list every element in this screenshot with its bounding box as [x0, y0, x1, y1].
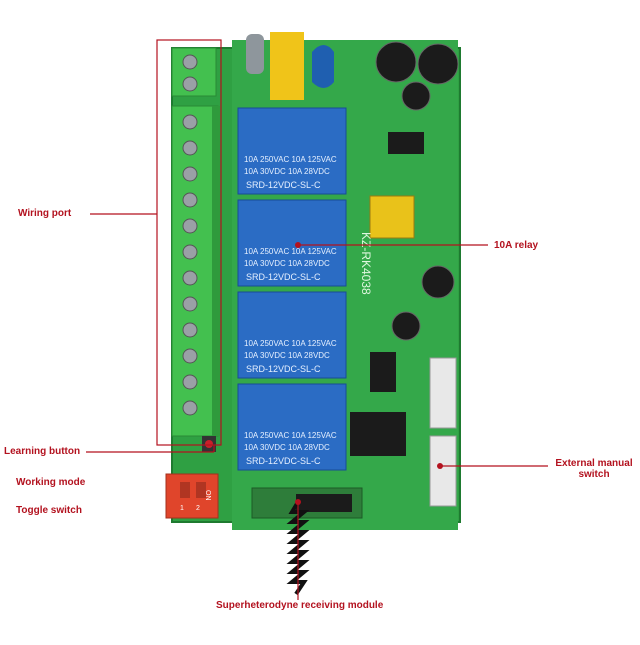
learning-button-cap	[205, 440, 213, 448]
label-receiver-module: Superheterodyne receiving module	[216, 600, 384, 611]
switch-callout-dot	[437, 463, 443, 469]
relay-1-rating-line2: 10A 30VDC 10A 28VDC	[244, 167, 330, 176]
label-external-switch: External manual switch	[552, 458, 636, 480]
label-external-switch-line1: External manual	[555, 458, 633, 469]
receiver-callout-dot	[295, 499, 301, 505]
label-working-mode: Working mode	[16, 477, 86, 488]
board-model-text: KZ-RK4038	[359, 232, 373, 295]
label-toggle-switch: Toggle switch	[16, 505, 82, 516]
yellow-component	[270, 32, 304, 100]
relay-4-rating-line1: 10A 250VAC 10A 125VAC	[244, 431, 337, 440]
external-switch-connector-2	[429, 435, 457, 507]
relay-2-model: SRD-12VDC-SL-C	[246, 272, 321, 282]
capacitor-top-left	[246, 34, 264, 74]
transformer	[369, 195, 415, 239]
ic-chip-3	[388, 132, 424, 154]
label-wiring-port: Wiring port	[18, 208, 72, 219]
terminal-block	[171, 47, 220, 437]
relay-1: 10A 250VAC 10A 125VAC 10A 30VDC 10A 28VD…	[237, 107, 347, 195]
relay-callout-dot	[295, 242, 301, 248]
relay-3-model: SRD-12VDC-SL-C	[246, 364, 321, 374]
relay-2-rating-line2: 10A 30VDC 10A 28VDC	[244, 259, 330, 268]
label-external-switch-line2: switch	[578, 469, 610, 480]
label-learning-button: Learning button	[4, 446, 81, 457]
dip-on-label: ON	[204, 490, 211, 501]
blue-varistor	[312, 45, 334, 88]
dip-switch: ON 1 2	[165, 473, 219, 519]
dip-pos2-label: 2	[196, 505, 200, 512]
relay-1-rating-line1: 10A 250VAC 10A 125VAC	[244, 155, 337, 164]
relay-1-model: SRD-12VDC-SL-C	[246, 180, 321, 190]
capacitors-top-right	[375, 41, 459, 341]
relay-3: 10A 250VAC 10A 125VAC 10A 30VDC 10A 28VD…	[237, 291, 347, 379]
ic-chip-2	[350, 412, 406, 456]
relay-3-rating-line2: 10A 30VDC 10A 28VDC	[244, 351, 330, 360]
external-switch-connector-1	[429, 357, 457, 429]
relay-4: 10A 250VAC 10A 125VAC 10A 30VDC 10A 28VD…	[237, 383, 347, 471]
relay-4-model: SRD-12VDC-SL-C	[246, 456, 321, 466]
dip-pos1-label: 1	[180, 505, 184, 512]
relay-4-rating-line2: 10A 30VDC 10A 28VDC	[244, 443, 330, 452]
ic-chip-1	[370, 352, 396, 392]
wiring-port-box	[156, 39, 222, 446]
receiver-chip	[296, 494, 352, 512]
relay-2-rating-line1: 10A 250VAC 10A 125VAC	[244, 247, 337, 256]
relay-3-rating-line1: 10A 250VAC 10A 125VAC	[244, 339, 337, 348]
label-relay: 10A relay	[494, 240, 539, 251]
callout-lines	[86, 39, 548, 600]
relay-2: 10A 250VAC 10A 125VAC 10A 30VDC 10A 28VD…	[237, 199, 347, 287]
